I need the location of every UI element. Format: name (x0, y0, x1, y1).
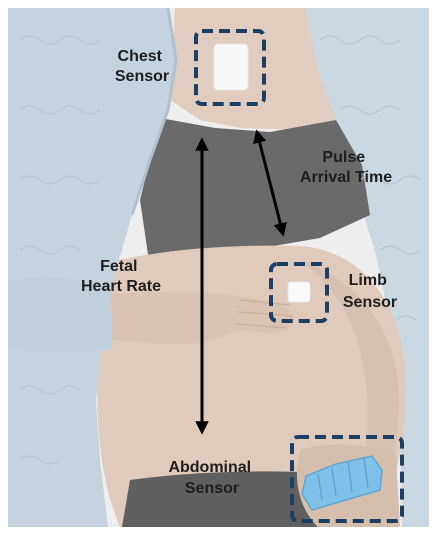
chest-sensor-label-line-1: Chest (118, 48, 163, 65)
fetal-heart-rate-label-line-1: Fetal (100, 258, 137, 275)
limb-sensor-label-line-1: Limb (349, 272, 387, 289)
pulse-arrival-time-label-line-2: Arrival Time (300, 169, 392, 186)
abdominal-sensor-label-line-1: Abdominal (168, 459, 251, 476)
abdominal-sensor-label-line-2: Sensor (185, 480, 239, 497)
limb-sensor-label-line-2: Sensor (343, 294, 397, 311)
fetal-heart-rate-label-line-2: Heart Rate (81, 278, 161, 295)
photo-fade-overlay (8, 8, 429, 527)
pulse-arrival-time-label-line-1: Pulse (322, 149, 365, 166)
chest-sensor-label-line-2: Sensor (115, 68, 169, 85)
